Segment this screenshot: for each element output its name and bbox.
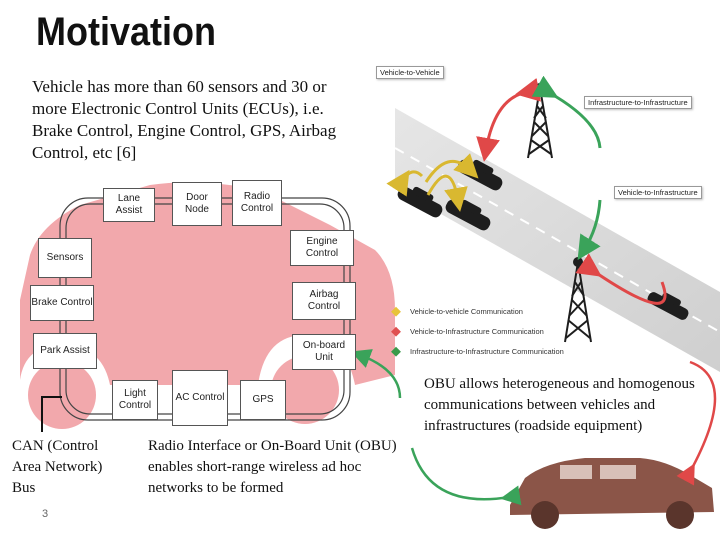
brown-car-v2i-arrow [676, 360, 717, 486]
slide-number: 3 [42, 508, 49, 520]
legend-item-v2i: Vehicle-to-Infrastructure Communication [410, 327, 544, 336]
v2v-arrow-3 [386, 169, 424, 197]
ecu-radio-control: Radio Control [232, 180, 282, 226]
ecu-gps: GPS [240, 380, 286, 420]
v2i-arrow-1 [476, 77, 542, 162]
brown-car [510, 458, 714, 529]
ecu-park-assist: Park Assist [33, 333, 97, 369]
tag-vehicle-to-vehicle: Vehicle-to-Vehicle [376, 66, 444, 79]
can-pointer-arrow [41, 396, 62, 432]
intro-text: Vehicle has more than 60 sensors and 30 … [32, 77, 337, 162]
ecu-lane-assist: Lane Assist [103, 188, 155, 222]
i2i-arrow-bottom [577, 199, 602, 261]
ecu-door-node: Door Node [172, 182, 222, 226]
tag-infrastructure-to-infrastructure: Infrastructure-to-Infrastructure [584, 96, 692, 109]
v2v-arrow-1 [424, 153, 479, 183]
ecu-airbag-control: Airbag Control [292, 282, 356, 320]
caption-can-bus: CAN (Control Area Network) Bus [12, 438, 103, 496]
caption-obu-communication: OBU allows heterogeneous and homogenous … [424, 376, 695, 434]
tag-vehicle-to-infrastructure: Vehicle-to-Infrastructure [614, 186, 702, 199]
legend-item-v2v: Vehicle-to-vehicle Communication [410, 307, 523, 316]
obu-arrow [350, 349, 402, 399]
obu-brown-arrow [410, 447, 522, 506]
ecu-brake-control: Brake Control [30, 285, 94, 321]
slide-title: Motivation [36, 10, 216, 54]
v2v-arrow-2 [426, 174, 468, 212]
caption-obu-radio: Radio Interface or On-Board Unit (OBU) e… [148, 438, 397, 496]
ecu-ac-control: AC Control [172, 370, 228, 426]
i2i-arrow-top [531, 75, 602, 149]
ecu-light-control: Light Control [112, 380, 158, 420]
ecu-engine-control: Engine Control [290, 230, 354, 266]
legend-item-i2i: Infrastructure-to-Infrastructure Communi… [410, 347, 564, 356]
ecu-sensors: Sensors [38, 238, 92, 278]
v2i-arrow-2 [575, 253, 667, 305]
legend-markers [391, 306, 401, 357]
ecu-onboard-unit: On-board Unit [292, 334, 356, 370]
